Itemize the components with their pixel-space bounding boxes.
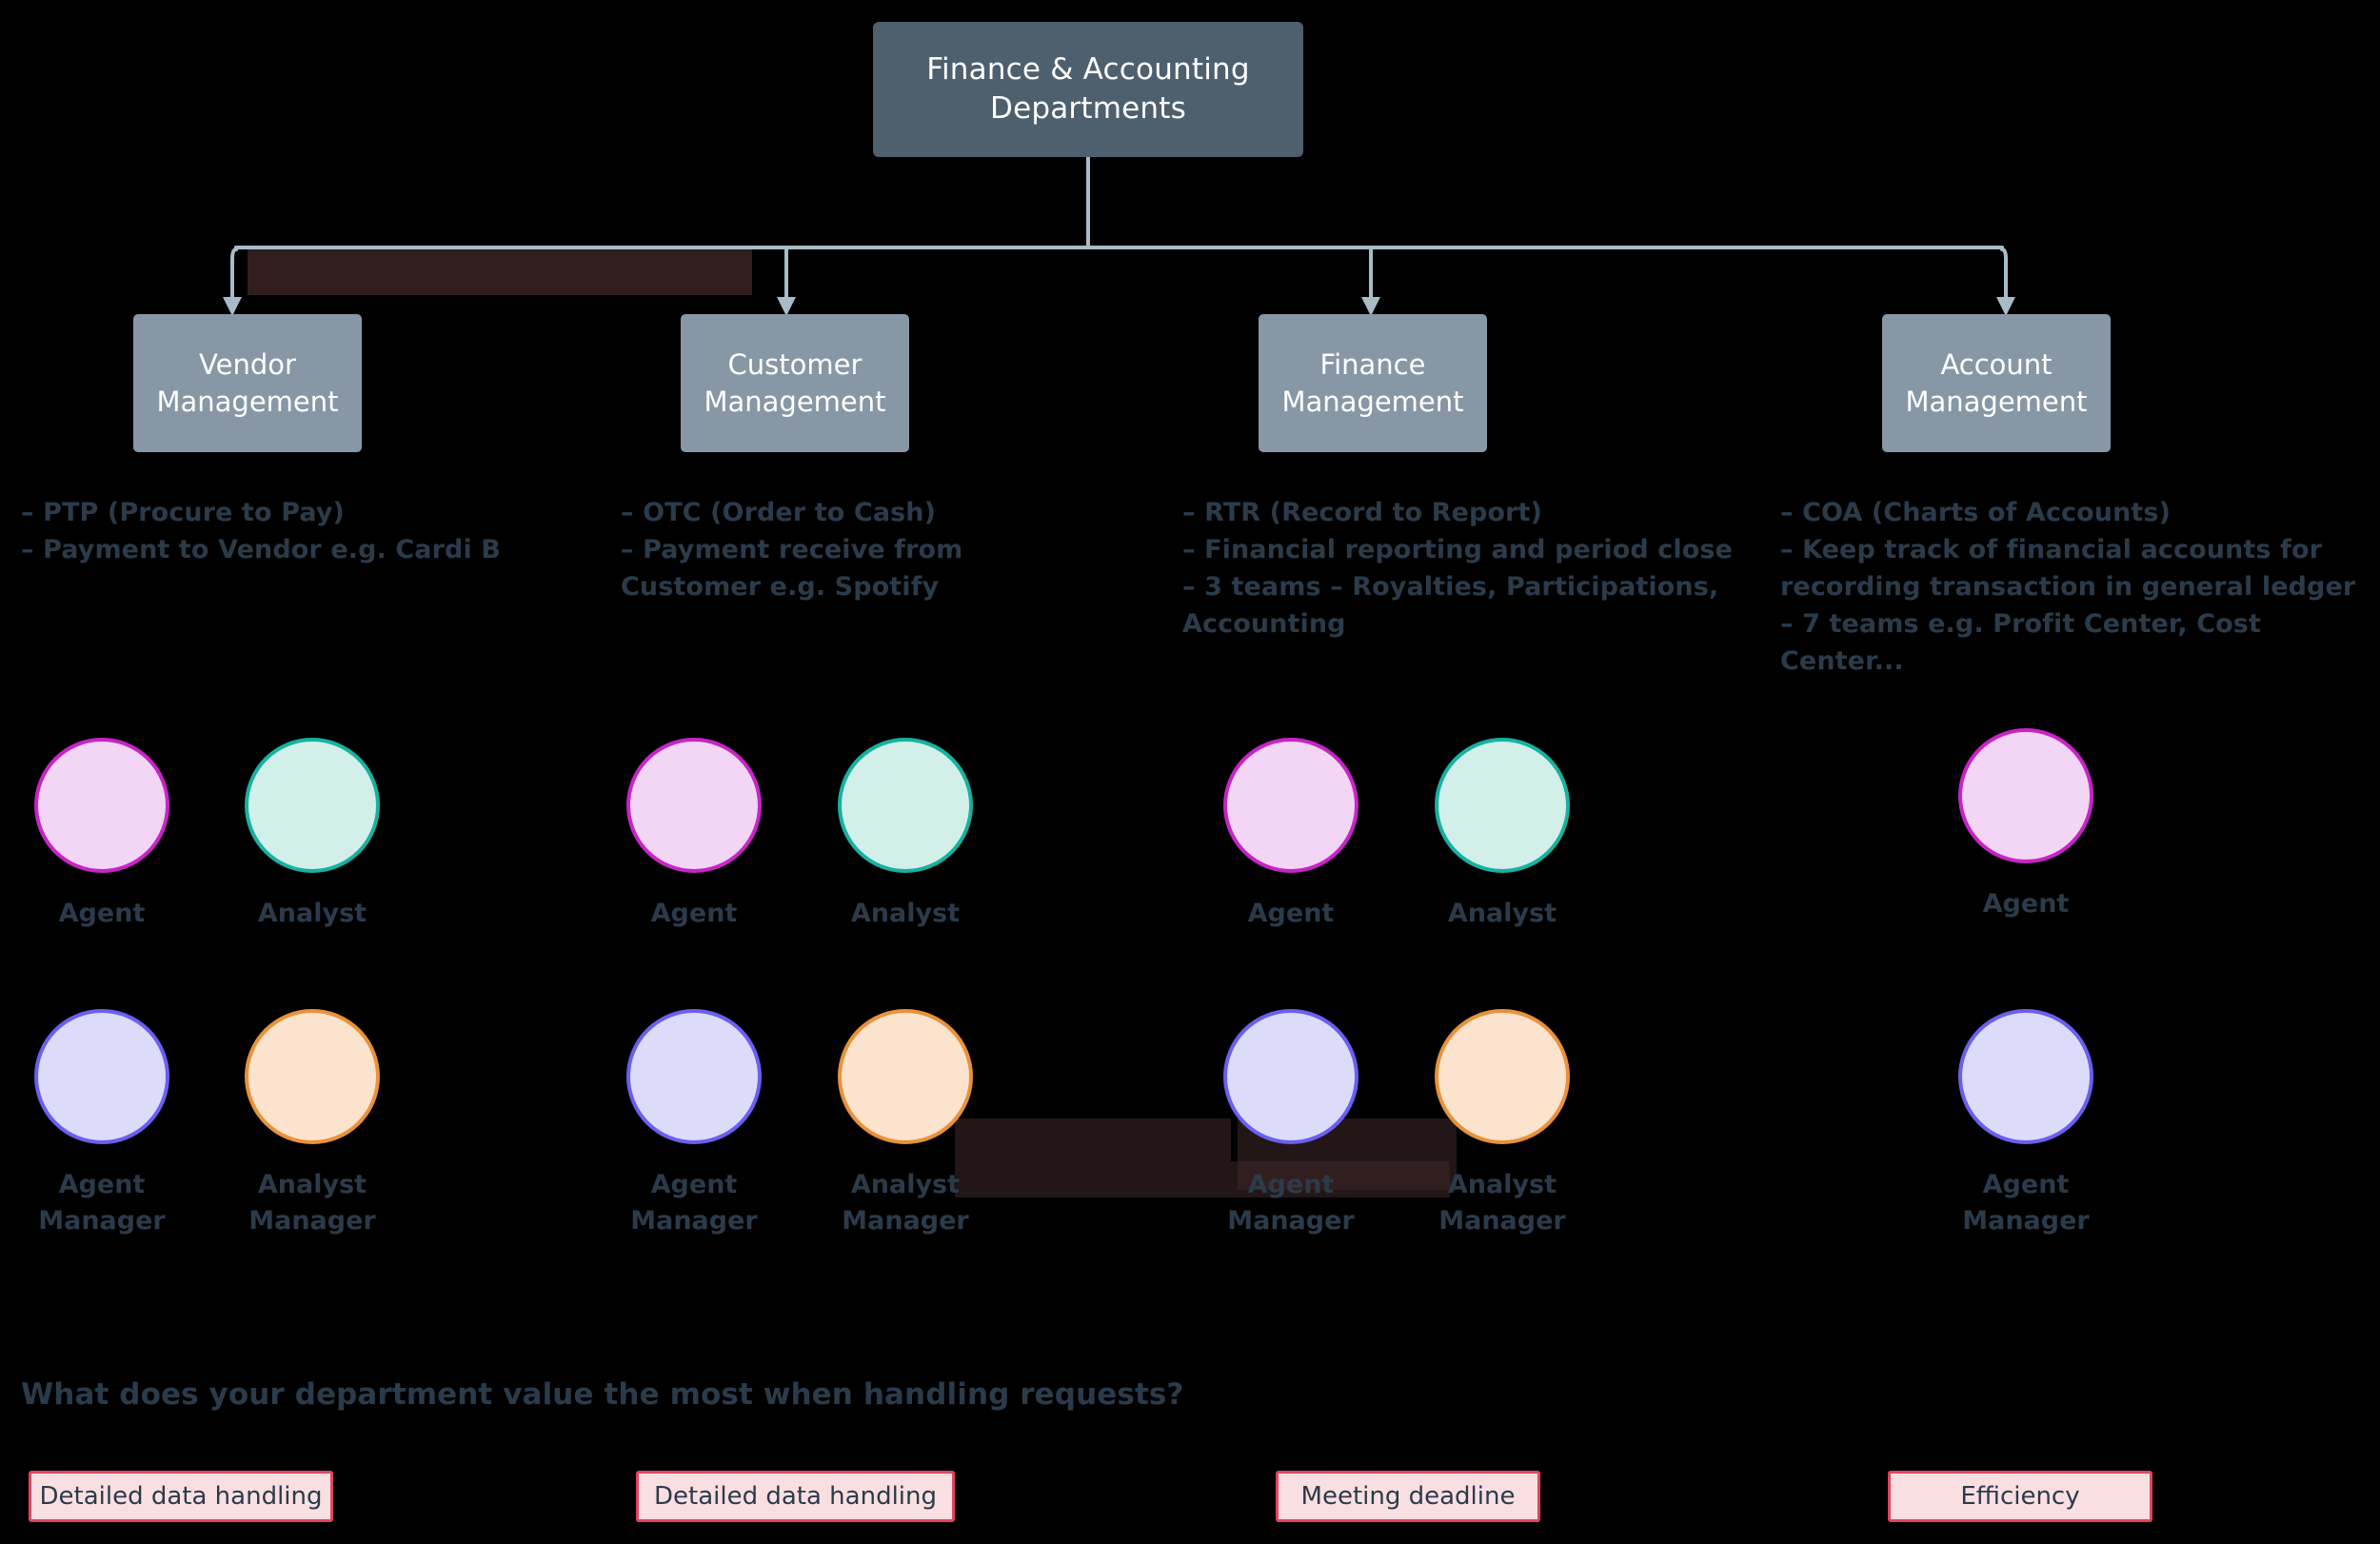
dept-node-vendor-management[interactable]: Vendor Management <box>133 314 362 452</box>
description-line: – Payment receive from <box>621 534 963 564</box>
description-line: – 7 teams e.g. Profit Center, Cost Cente… <box>1780 608 2271 676</box>
dept-node-finance-management[interactable]: Finance Management <box>1259 314 1487 452</box>
description-line: – Payment to Vendor e.g. Cardi B <box>21 534 501 564</box>
persona-vendor-analyst[interactable]: Analyst <box>245 738 380 932</box>
description-line: recording transaction in general ledger <box>1780 571 2356 602</box>
agent-manager-avatar-circle[interactable] <box>1958 1009 2093 1144</box>
persona-finance-analyst-manager[interactable]: Analyst Manager <box>1435 1009 1570 1239</box>
persona-account-agent-manager[interactable]: Agent Manager <box>1958 1009 2093 1239</box>
persona-label: Agent Manager <box>1962 1170 2090 1236</box>
arrowhead <box>1361 297 1380 316</box>
analyst-manager-avatar-circle[interactable] <box>245 1009 380 1144</box>
persona-label: Analyst Manager <box>248 1170 376 1236</box>
persona-label: Agent Manager <box>630 1170 758 1236</box>
persona-label: Agent <box>1982 889 2070 919</box>
arrowhead <box>1996 297 2015 316</box>
persona-customer-analyst[interactable]: Analyst <box>838 738 973 932</box>
persona-label: Agent <box>58 899 146 928</box>
persona-account-agent[interactable]: Agent <box>1958 728 2093 922</box>
analyst-manager-avatar-circle[interactable] <box>838 1009 973 1144</box>
agent-avatar-circle[interactable] <box>1958 728 2093 863</box>
persona-customer-analyst-manager[interactable]: Analyst Manager <box>838 1009 973 1239</box>
description-line: – 3 teams – Royalties, Participations, <box>1182 571 1719 602</box>
description-line: – PTP (Procure to Pay) <box>21 498 345 527</box>
analyst-avatar-circle[interactable] <box>1435 738 1570 873</box>
analyst-avatar-circle[interactable] <box>838 738 973 873</box>
persona-label: Analyst <box>1447 899 1557 928</box>
agent-avatar-circle[interactable] <box>626 738 762 873</box>
render-artifact <box>248 249 752 295</box>
description-customer: – OTC (Order to Cash) – Payment receive … <box>621 495 1154 606</box>
value-badge-vendor[interactable]: Detailed data handling <box>29 1471 333 1522</box>
persona-finance-agent-manager[interactable]: Agent Manager <box>1223 1009 1359 1239</box>
persona-label: Analyst Manager <box>1438 1170 1566 1236</box>
description-finance: – RTR (Record to Report) – Financial rep… <box>1182 495 1773 643</box>
persona-vendor-agent[interactable]: Agent <box>34 738 169 932</box>
render-artifact <box>955 1161 1450 1198</box>
value-badge-customer[interactable]: Detailed data handling <box>636 1471 955 1522</box>
persona-vendor-agent-manager[interactable]: Agent Manager <box>34 1009 169 1239</box>
persona-label: Analyst <box>257 899 367 928</box>
analyst-manager-avatar-circle[interactable] <box>1435 1009 1570 1144</box>
description-line: – Financial reporting and period close <box>1182 534 1733 564</box>
agent-avatar-circle[interactable] <box>1223 738 1359 873</box>
value-badge-account[interactable]: Efficiency <box>1888 1471 2152 1522</box>
arrowhead <box>777 297 796 316</box>
persona-vendor-analyst-manager[interactable]: Analyst Manager <box>245 1009 380 1239</box>
persona-customer-agent-manager[interactable]: Agent Manager <box>626 1009 762 1239</box>
persona-label: Analyst Manager <box>842 1170 969 1236</box>
description-line: – RTR (Record to Report) <box>1182 498 1542 527</box>
persona-label: Agent Manager <box>1227 1170 1355 1236</box>
description-account: – COA (Charts of Accounts) – Keep track … <box>1780 495 2370 680</box>
persona-finance-analyst[interactable]: Analyst <box>1435 738 1570 932</box>
persona-label: Analyst <box>850 899 961 928</box>
description-line: – OTC (Order to Cash) <box>621 498 937 527</box>
dept-node-customer-management[interactable]: Customer Management <box>681 314 909 452</box>
description-line: – COA (Charts of Accounts) <box>1780 498 2172 527</box>
dept-node-account-management[interactable]: Account Management <box>1882 314 2111 452</box>
analyst-avatar-circle[interactable] <box>245 738 380 873</box>
persona-customer-agent[interactable]: Agent <box>626 738 762 932</box>
render-artifact <box>955 1118 1231 1161</box>
persona-label: Agent <box>650 899 738 928</box>
description-line: Customer e.g. Spotify <box>621 571 940 602</box>
arrowhead <box>223 297 242 316</box>
description-vendor: – PTP (Procure to Pay) – Payment to Vend… <box>21 495 592 569</box>
agent-manager-avatar-circle[interactable] <box>1223 1009 1359 1144</box>
description-line: – Keep track of financial accounts for <box>1780 534 2323 564</box>
value-badge-finance[interactable]: Meeting deadline <box>1276 1471 1540 1522</box>
agent-manager-avatar-circle[interactable] <box>34 1009 169 1144</box>
persona-label: Agent Manager <box>38 1170 166 1236</box>
persona-finance-agent[interactable]: Agent <box>1223 738 1359 932</box>
persona-label: Agent <box>1247 899 1335 928</box>
survey-question: What does your department value the most… <box>21 1377 1184 1412</box>
agent-manager-avatar-circle[interactable] <box>626 1009 762 1144</box>
root-node-finance-accounting[interactable]: Finance & Accounting Departments <box>873 22 1303 157</box>
agent-avatar-circle[interactable] <box>34 738 169 873</box>
description-line: Accounting <box>1182 608 1346 639</box>
